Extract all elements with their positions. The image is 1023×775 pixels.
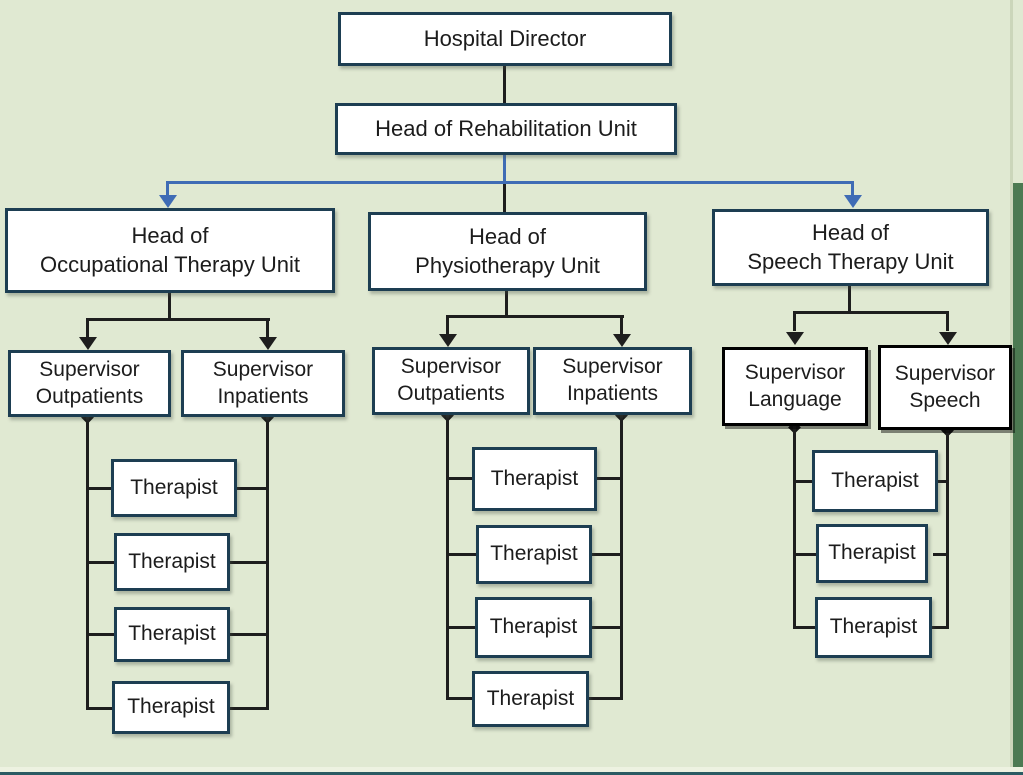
connector-pt-right-stem [620,315,623,335]
connector-ot-split [86,318,270,321]
connector-pt-ladder-left [446,415,449,699]
connector-st-ladder-right [946,430,949,628]
stub-ot-t4-right [230,707,269,710]
connector-branch-horizontal [166,181,854,184]
connector-director-to-rehab [503,66,506,104]
stub-ot-t2-right [230,561,269,564]
node-rehab-head: Head of Rehabilitation Unit [335,103,677,155]
node-therapist-ot-2: Therapist [114,533,230,591]
down-arrowhead-pt-right [613,334,631,347]
connector-st-split [793,311,949,314]
stub-ot-t3-left [86,633,116,636]
down-arrowhead-blue-left [159,195,177,208]
stub-ot-t3-right [230,633,269,636]
stub-pt-t1-left [446,477,474,480]
stub-st-t3-right [932,626,949,629]
down-arrowhead-blue-right [844,195,862,208]
connector-branch-left-stem [166,181,169,196]
stub-ot-t1-left [86,487,113,490]
node-supervisor-pt-outpatients: Supervisor Outpatients [372,347,530,415]
stub-st-t2-right [933,553,949,556]
connector-st-left-stem [793,311,796,331]
stub-st-t1-right [938,480,949,483]
node-therapist-ot-1: Therapist [111,459,237,517]
head-st-line2: Speech Therapy Unit [747,248,954,274]
connector-st-ladder-left [793,426,796,628]
bottom-edge-light-strip [0,767,1023,772]
node-supervisor-language: Supervisor Language [722,347,868,426]
node-head-occupational: Head of Occupational Therapy Unit [5,208,335,293]
connector-st-head-stem [848,286,851,313]
down-arrowhead-st-left [786,332,804,345]
down-arrowhead-ot-left [79,337,97,350]
right-edge-band [1013,183,1023,772]
head-pt-line1: Head of [468,224,547,250]
node-hospital-director: Hospital Director [338,12,672,66]
node-supervisor-pt-inpatients: Supervisor Inpatients [533,347,692,415]
connector-pt-split [446,315,624,318]
stub-st-t3-left [793,626,817,629]
stub-pt-t2-left [446,553,478,556]
bottom-edge-bar [0,772,1023,775]
connector-branch-mid-stem [503,184,506,212]
node-therapist-pt-4: Therapist [472,671,589,727]
head-ot-line1: Head of [131,223,209,249]
connector-pt-left-stem [446,315,449,335]
connector-ot-left-stem [86,318,89,338]
node-therapist-pt-2: Therapist [476,525,592,584]
down-arrowhead-ot-right [259,337,277,350]
node-therapist-pt-3: Therapist [475,597,592,658]
node-supervisor-ot-outpatients: Supervisor Outpatients [8,350,171,417]
connector-ot-head-stem [168,292,171,320]
stub-pt-t4-left [446,697,474,700]
node-head-physiotherapy: Head of Physiotherapy Unit [368,212,647,291]
head-st-line1: Head of [811,220,890,246]
stub-pt-t4-right [589,697,623,700]
connector-branch-right-stem [851,181,854,196]
connector-ot-right-stem [266,318,269,338]
node-therapist-ot-4: Therapist [112,681,230,734]
stub-ot-t2-left [86,561,116,564]
node-therapist-st-1: Therapist [812,450,938,512]
connector-pt-ladder-right [620,415,623,699]
head-ot-line2: Occupational Therapy Unit [39,251,301,277]
node-therapist-st-3: Therapist [815,597,932,658]
head-pt-line2: Physiotherapy Unit [415,252,600,278]
connector-st-right-stem [946,311,949,331]
stub-pt-t3-left [446,626,477,629]
stub-ot-t4-left [86,707,114,710]
node-therapist-ot-3: Therapist [114,607,230,662]
node-head-speech: Head of Speech Therapy Unit [712,209,989,286]
node-therapist-st-2: Therapist [816,524,928,583]
stub-st-t2-left [793,553,818,556]
stub-pt-t2-right [592,553,623,556]
stub-st-t1-left [793,480,814,483]
connector-pt-head-stem [505,291,508,318]
down-arrowhead-st-right [939,332,957,345]
connector-rehab-stem [503,155,506,183]
stub-ot-t1-right [237,487,269,490]
node-supervisor-ot-inpatients: Supervisor Inpatients [181,350,345,417]
node-supervisor-speech: Supervisor Speech [878,345,1012,430]
node-therapist-pt-1: Therapist [472,447,597,511]
stub-pt-t3-right [592,626,623,629]
down-arrowhead-pt-left [439,334,457,347]
stub-pt-t1-right [597,477,623,480]
